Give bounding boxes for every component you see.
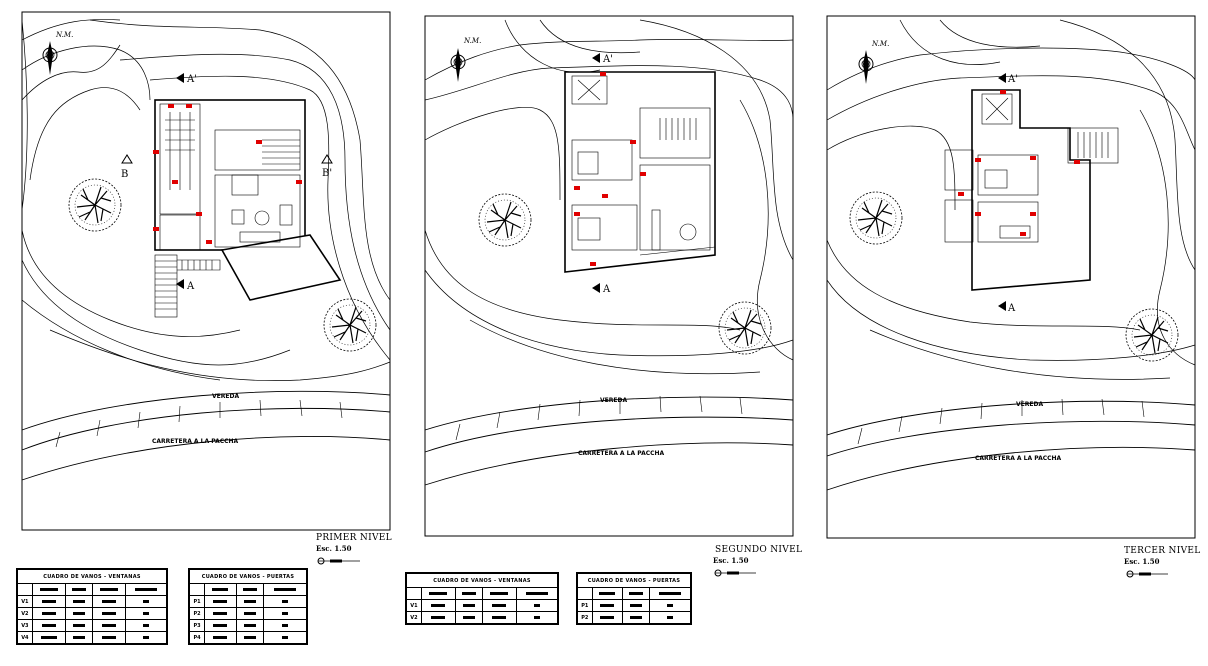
tree-icon bbox=[323, 298, 377, 352]
sheet-segundo-nivel: VEREDA CARRETERA A LA PACCHA N.M. bbox=[424, 15, 794, 537]
table-title: CUADRO DE VANOS - PUERTAS bbox=[577, 573, 691, 588]
road-label: VEREDA bbox=[600, 397, 627, 404]
north-arrow-icon bbox=[858, 49, 874, 85]
highway-label: CARRETERA A LA PACCHA bbox=[578, 450, 665, 457]
table-row-label: P2 bbox=[188, 607, 206, 620]
sheet-title: PRIMER NIVEL bbox=[316, 533, 392, 543]
north-arrow-icon bbox=[42, 40, 58, 76]
road bbox=[424, 395, 794, 486]
sheet-scale: Esc. 1.50 bbox=[713, 556, 749, 565]
highway-label: CARRETERA A LA PACCHA bbox=[975, 455, 1062, 462]
sheet-frame bbox=[826, 15, 1196, 539]
highway-label: CARRETERA A LA PACCHA bbox=[152, 438, 239, 445]
road bbox=[21, 390, 391, 481]
floor-plan bbox=[564, 71, 716, 273]
table-row-label: P1 bbox=[188, 595, 206, 608]
table-row-label: V3 bbox=[17, 619, 33, 632]
sheet-scale: Esc. 1.50 bbox=[1124, 557, 1160, 566]
table-row-label: P4 bbox=[188, 631, 206, 644]
puertas-table: CUADRO DE VANOS - PUERTAS P1 P2 bbox=[576, 572, 692, 625]
tree-icon bbox=[718, 301, 772, 355]
scale-bar bbox=[714, 569, 756, 577]
table-icon bbox=[679, 223, 697, 241]
terrain-contours bbox=[826, 19, 1196, 380]
terrain-contours bbox=[21, 19, 391, 381]
sheet-title: TERCER NIVEL bbox=[1124, 546, 1201, 556]
section-a-prime-label: A' bbox=[186, 74, 197, 85]
floor-plan bbox=[153, 99, 342, 318]
puertas-table: CUADRO DE VANOS - PUERTAS P1 P2 P3 P4 bbox=[188, 568, 308, 645]
ventanas-table: CUADRO DE VANOS - VENTANAS V1 V2 bbox=[405, 572, 559, 625]
tree-icon bbox=[68, 178, 122, 232]
tree-icon bbox=[849, 191, 903, 245]
sheet-frame bbox=[424, 15, 794, 537]
stair-icon bbox=[154, 254, 221, 318]
sheet-scale: Esc. 1.50 bbox=[316, 544, 352, 553]
section-marks bbox=[998, 73, 1006, 311]
north-label: N.M. bbox=[55, 31, 73, 39]
table-title: CUADRO DE VANOS - VENTANAS bbox=[17, 569, 167, 584]
table-row-label: P2 bbox=[577, 611, 593, 624]
section-marks bbox=[592, 53, 600, 293]
scale-bar bbox=[317, 557, 360, 565]
sheet-tercer-nivel: VEREDA CARRETERA A LA PACCHA N.M. bbox=[826, 15, 1196, 539]
section-a-prime-label: A' bbox=[1007, 74, 1018, 85]
floor-plan bbox=[944, 89, 1119, 291]
table-row-label: V1 bbox=[17, 595, 33, 608]
section-a-label: A bbox=[186, 281, 195, 292]
road bbox=[826, 398, 1196, 491]
sheet-title: SEGUNDO NIVEL bbox=[715, 545, 802, 555]
north-arrow-icon bbox=[450, 47, 466, 83]
tree-icon bbox=[1125, 308, 1179, 362]
section-marks bbox=[121, 73, 333, 289]
north-label: N.M. bbox=[463, 37, 481, 45]
road-label: VEREDA bbox=[1016, 401, 1043, 408]
section-a-label: A bbox=[602, 284, 611, 295]
table-row-label: V2 bbox=[17, 607, 33, 620]
table-row-label: V1 bbox=[406, 599, 422, 612]
section-b-prime-label: B' bbox=[322, 168, 332, 179]
sheet-primer-nivel: VEREDA CARRETERA A LA PACCHA N.M. bbox=[21, 11, 391, 531]
north-label: N.M. bbox=[871, 40, 889, 48]
terrain-contours bbox=[424, 19, 794, 375]
scale-bar bbox=[1126, 570, 1168, 578]
table-row-label: V4 bbox=[17, 631, 33, 644]
section-a-prime-label: A' bbox=[602, 54, 613, 65]
table-row-label: P3 bbox=[188, 619, 206, 632]
sheet-frame bbox=[21, 11, 391, 531]
table-row-label: V2 bbox=[406, 611, 422, 624]
coffee-table-icon bbox=[254, 210, 270, 226]
section-a-label: A bbox=[1007, 303, 1016, 314]
ventanas-table: CUADRO DE VANOS - VENTANAS V1 V2 V3 V4 bbox=[16, 568, 168, 645]
table-title: CUADRO DE VANOS - VENTANAS bbox=[406, 573, 558, 588]
tree-icon bbox=[478, 193, 532, 247]
table-row-label: P1 bbox=[577, 599, 593, 612]
dining-table-icon bbox=[231, 174, 259, 196]
road-label: VEREDA bbox=[212, 393, 239, 400]
section-b-label: B bbox=[121, 169, 128, 180]
table-title: CUADRO DE VANOS - PUERTAS bbox=[189, 569, 307, 584]
